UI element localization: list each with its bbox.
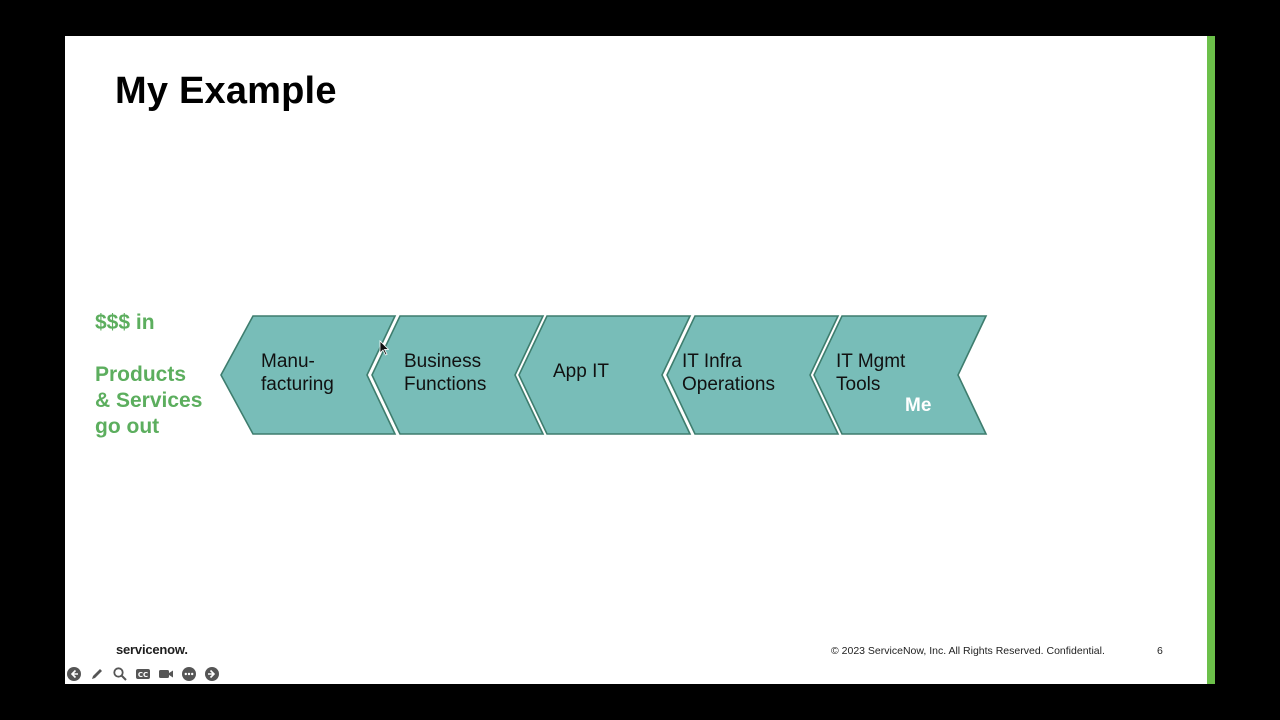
slide-canvas: My Example $$$ in Products & Services go… — [65, 36, 1207, 684]
presentation-controls: CC — [65, 664, 220, 684]
chevron-label-line: Business — [404, 351, 482, 372]
arrow-left-icon[interactable] — [65, 666, 82, 683]
chevron-label-app-it: App IT — [553, 360, 609, 383]
chevron-business-functions — [371, 315, 545, 435]
chevron-label-line: IT Mgmt — [836, 351, 906, 372]
chevron-label-line: facturing — [261, 374, 334, 395]
go-out-line: go out — [95, 415, 160, 438]
chevron-label-business-functions: Business Functions — [404, 350, 486, 396]
chevron-label-line: Manu- — [261, 351, 315, 372]
magnifier-icon[interactable] — [111, 666, 128, 683]
chevron-label-line: Functions — [404, 374, 487, 395]
more-options-icon[interactable] — [180, 666, 197, 683]
slide-title: My Example — [115, 70, 337, 112]
chevron-label-line: Operations — [682, 374, 775, 395]
pen-icon[interactable] — [88, 666, 105, 683]
products-line: Products — [95, 363, 187, 386]
chevron-label-it-mgmt-tools: IT Mgmt Tools — [836, 350, 905, 396]
products-services-out-label: Products & Services go out — [95, 362, 202, 440]
servicenow-logo: servicenow. — [116, 642, 188, 657]
copyright-footer: © 2023 ServiceNow, Inc. All Rights Reser… — [831, 645, 1105, 657]
chevron-it-mgmt-tools — [813, 315, 988, 435]
value-chain-chevrons — [220, 315, 988, 435]
video-camera-icon[interactable] — [157, 666, 174, 683]
chevron-label-it-infra-operations: IT Infra Operations — [682, 350, 775, 396]
chevron-label-line: IT Infra — [682, 351, 742, 372]
svg-text:CC: CC — [137, 671, 147, 679]
services-line: & Services — [95, 389, 203, 412]
mouse-cursor-icon — [379, 340, 390, 361]
chevron-it-infra-operations — [666, 315, 840, 435]
closed-caption-icon[interactable]: CC — [134, 666, 151, 683]
arrow-right-icon[interactable] — [203, 666, 220, 683]
green-accent-bar — [1207, 36, 1215, 684]
chevron-manufacturing — [220, 315, 397, 435]
chevron-app-it — [518, 315, 692, 435]
chevron-label-manufacturing: Manu- facturing — [261, 350, 334, 396]
chevron-label-line: Tools — [836, 374, 881, 395]
money-in-label: $$$ in — [95, 311, 155, 334]
me-label: Me — [905, 395, 932, 416]
page-number: 6 — [1157, 645, 1163, 657]
chevron-label-line: App IT — [553, 361, 609, 382]
